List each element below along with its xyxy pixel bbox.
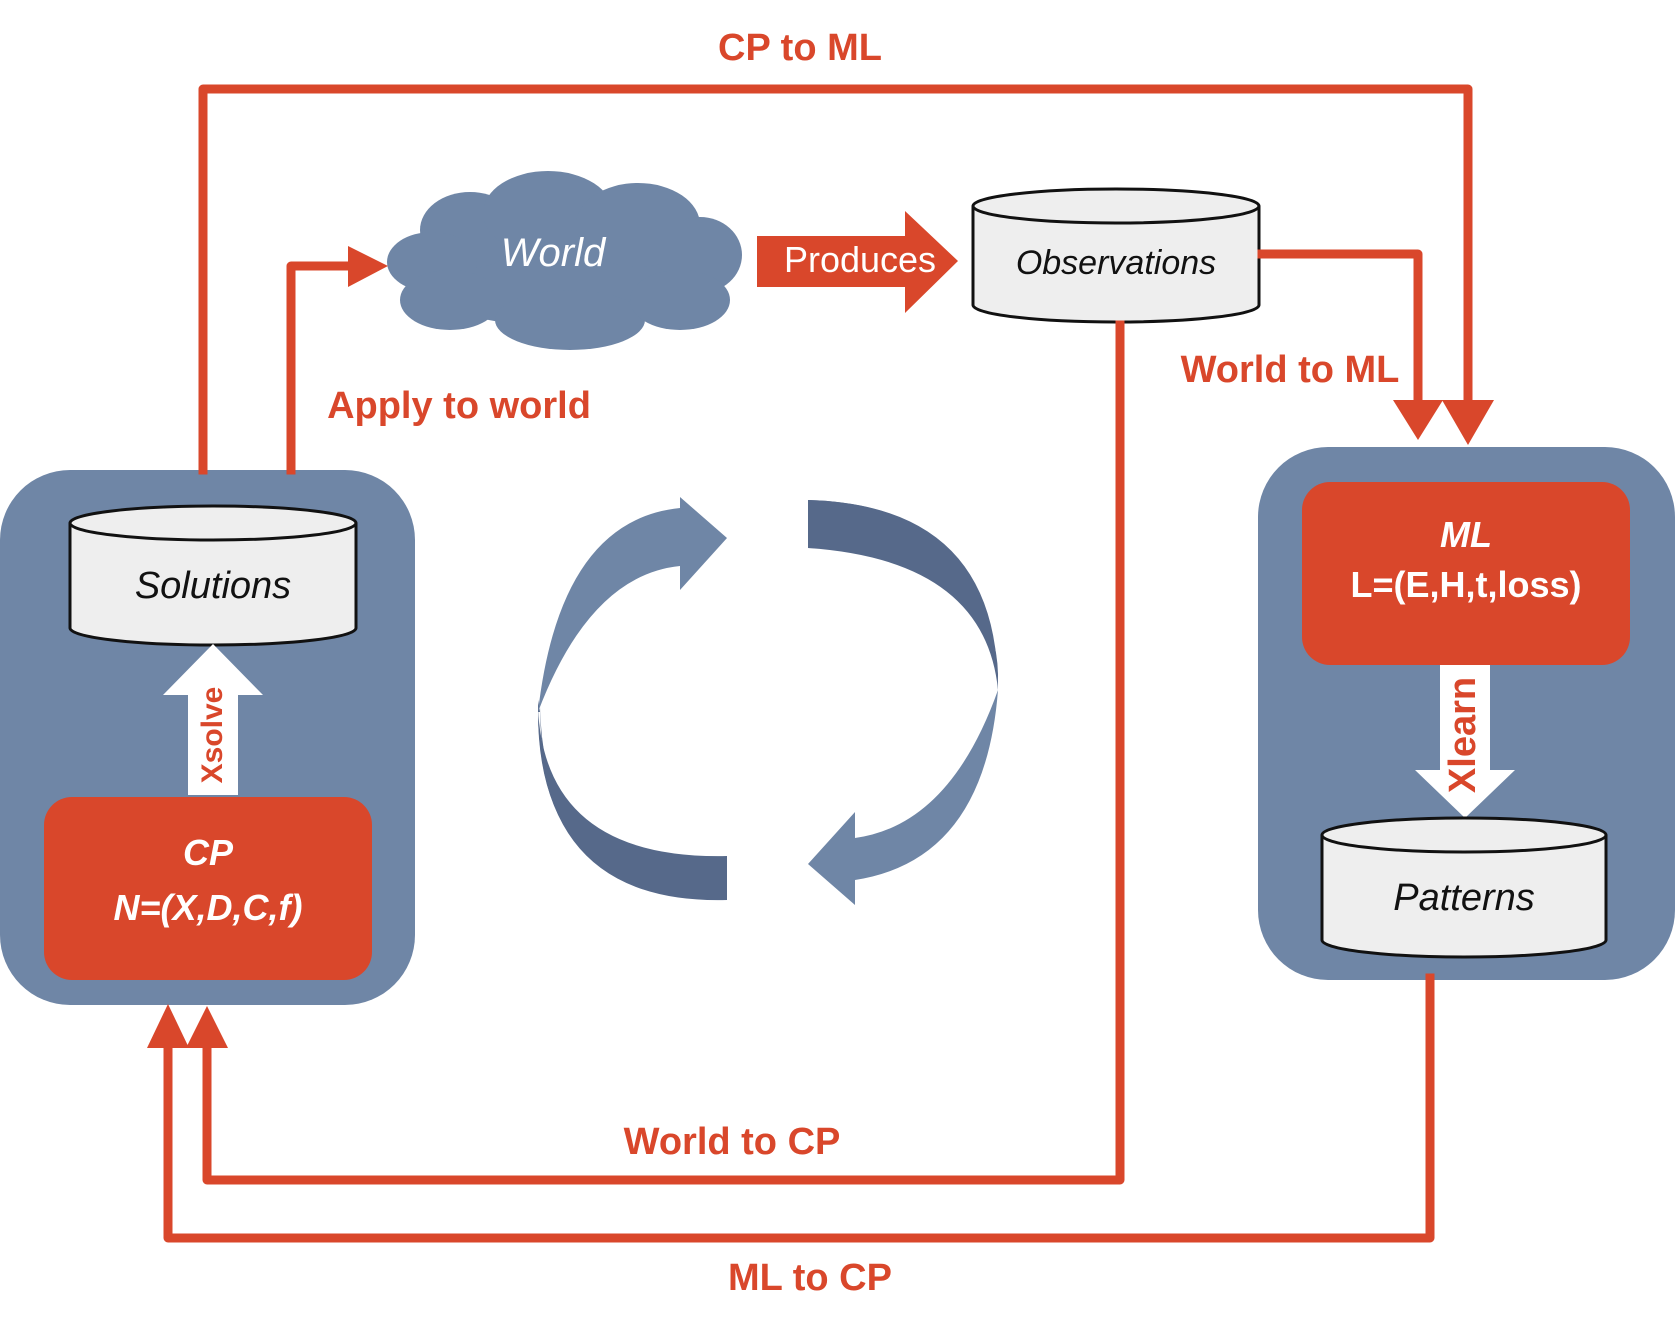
cp-to-ml-line bbox=[198, 84, 1473, 475]
world-to-ml-label: World to ML bbox=[1181, 349, 1400, 391]
ml-model-box: ML L=(E,H,t,loss) bbox=[1302, 482, 1630, 665]
produces-label: Produces bbox=[784, 239, 936, 280]
observations-label: Observations bbox=[1016, 244, 1216, 282]
xsolve-label: Xsolve bbox=[196, 687, 229, 784]
cp-to-ml-arrowhead bbox=[1442, 400, 1494, 445]
xlearn-label: Xlearn bbox=[1442, 677, 1484, 793]
flow-lines bbox=[163, 84, 1473, 1243]
solutions-database: Solutions bbox=[68, 504, 358, 647]
cloud-icon: World bbox=[387, 171, 742, 350]
world-to-cp-label: World to CP bbox=[624, 1121, 841, 1163]
ml-to-cp-label: ML to CP bbox=[728, 1257, 892, 1299]
cp-formula: N=(X,D,C,f) bbox=[114, 887, 303, 928]
ml-to-cp-arrowhead bbox=[147, 1004, 189, 1048]
xlearn-arrow: Xlearn bbox=[1415, 665, 1515, 818]
ml-to-cp-line bbox=[163, 973, 1435, 1243]
world-to-ml-arrowhead bbox=[1393, 400, 1443, 440]
world-to-cp-arrowhead bbox=[186, 1006, 228, 1048]
world-to-cp-line bbox=[202, 320, 1125, 1185]
apply-to-world-arrowhead bbox=[348, 246, 388, 287]
cp-title: CP bbox=[183, 832, 234, 873]
solutions-label: Solutions bbox=[135, 565, 291, 607]
patterns-database: Patterns bbox=[1320, 816, 1608, 959]
apply-to-world-line bbox=[286, 261, 355, 475]
cp-model-box: CP N=(X,D,C,f) bbox=[44, 797, 372, 980]
cp-to-ml-label: CP to ML bbox=[718, 27, 882, 69]
flow-arrowheads bbox=[147, 246, 1494, 1048]
ml-title: ML bbox=[1440, 514, 1492, 555]
refresh-cycle-icon bbox=[538, 497, 998, 905]
ml-formula: L=(E,H,t,loss) bbox=[1350, 564, 1581, 605]
xsolve-arrow: Xsolve bbox=[163, 644, 263, 795]
observations-database: Observations bbox=[971, 187, 1261, 324]
world-label: World bbox=[501, 231, 607, 275]
patterns-label: Patterns bbox=[1393, 877, 1535, 919]
produces-arrow: Produces bbox=[757, 211, 958, 313]
world-to-ml-line bbox=[1257, 249, 1423, 415]
apply-to-world-label: Apply to world bbox=[327, 385, 591, 427]
